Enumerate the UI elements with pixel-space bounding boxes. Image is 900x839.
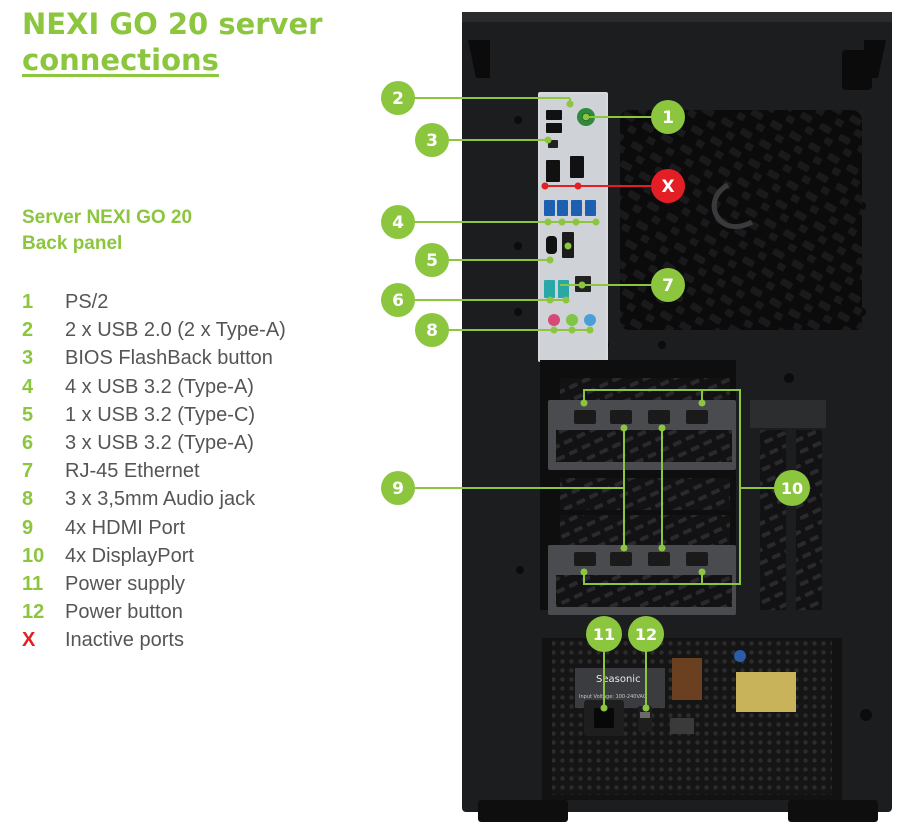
subtitle-line-2: Back panel [22,233,123,254]
legend-label: 4x DisplayPort [65,544,194,567]
legend-label: 4 x USB 3.2 (Type-A) [65,375,254,398]
callout-badges: 1 2 3 4 5 6 7 8 9 10 11 12 X [381,81,810,652]
callout-badge-12: 12 [628,616,664,652]
svg-text:11: 11 [593,625,615,644]
legend-item: 10 4x DisplayPort [22,542,286,570]
legend-number: X [22,629,36,652]
legend-number: 4 [22,375,34,398]
page-title: NEXI GO 20 server connections [22,6,322,78]
legend-number: 8 [22,488,34,511]
callouts [398,97,790,708]
callout-badge-7: 7 [651,268,685,302]
svg-text:X: X [661,177,674,197]
callout-badge-10: 10 [774,470,810,506]
legend-number: 10 [22,544,45,567]
legend-item: 6 3 x USB 3.2 (Type-A) [22,429,286,457]
svg-text:5: 5 [426,251,438,271]
callout-badge-11: 11 [586,616,622,652]
screw-icon [860,709,872,721]
legend-number: 9 [22,516,34,539]
legend-label: Power button [65,601,183,624]
callout-badge-8: 8 [415,313,449,347]
callout-badge-6: 6 [381,283,415,317]
callout-badge-x: X [651,169,685,203]
title-line-2: connections [22,43,219,77]
legend-item: 11 Power supply [22,570,286,598]
callout-badge-3: 3 [415,123,449,157]
legend-number: 11 [22,572,44,595]
legend-label: 2 x USB 2.0 (2 x Type-A) [65,319,286,342]
title-line-1: NEXI GO 20 server [22,7,323,41]
legend-item: 8 3 x 3,5mm Audio jack [22,485,286,513]
legend-item: 7 RJ-45 Ethernet [22,457,286,485]
legend-label: Power supply [65,572,186,595]
legend-label: 1 x USB 3.2 (Type-C) [65,403,256,426]
legend-number: 1 [22,291,34,313]
legend-label: Inactive ports [65,629,184,652]
brand-logo-icon [711,182,754,230]
legend-label: 3 x 3,5mm Audio jack [65,488,256,511]
legend-item: 4 4 x USB 3.2 (Type-A) [22,373,286,401]
legend-item: 3 BIOS FlashBack button [22,344,286,372]
legend-number: 5 [22,403,34,426]
legend-label: 3 x USB 3.2 (Type-A) [65,431,254,454]
svg-text:1: 1 [662,108,674,128]
callout-badge-5: 5 [415,243,449,277]
svg-text:4: 4 [392,213,404,233]
legend-item: 2 2 x USB 2.0 (2 x Type-A) [22,316,286,344]
legend-number: 6 [22,431,34,454]
svg-text:8: 8 [426,321,438,341]
svg-text:2: 2 [392,89,404,109]
legend-label: PS/2 [65,291,109,313]
psu-brand: Seasonic [596,674,641,685]
callout-badge-1: 1 [651,100,685,134]
port-legend: 1 PS/2 2 2 x USB 2.0 (2 x Type-A) 3 BIOS Fl… [22,288,286,654]
svg-text:7: 7 [662,276,674,296]
svg-text:3: 3 [426,131,438,151]
svg-text:9: 9 [392,479,404,499]
callout-badge-2: 2 [381,81,415,115]
svg-text:12: 12 [635,625,657,644]
legend-number: 2 [22,319,34,342]
screw-icon [516,566,524,574]
legend-item: 12 Power button [22,598,286,626]
legend-item: 1 PS/2 [22,288,286,316]
legend-number: 12 [22,601,45,624]
subtitle-line-1: Server NEXI GO 20 [22,207,193,228]
legend-item-inactive: X Inactive ports [22,626,286,654]
legend-number: 3 [22,347,34,370]
legend-label: RJ-45 Ethernet [65,460,200,483]
legend-label: 4x HDMI Port [65,516,186,539]
panel-subtitle: Server NEXI GO 20 Back panel [22,205,192,257]
callout-dots [544,100,706,712]
screw-icon [658,341,666,349]
screw-icon [784,373,794,383]
io-shield [538,92,608,362]
screw-icon [514,308,522,316]
screw-icon [514,116,522,124]
callout-badge-9: 9 [381,471,415,505]
power-supply: Seasonic Input Voltage: 100-240VAC [542,638,842,800]
legend-item: 9 4x HDMI Port [22,514,286,542]
psu-voltage-label: Input Voltage: 100-240VAC [579,694,647,700]
svg-text:6: 6 [392,291,404,311]
svg-text:10: 10 [781,479,803,498]
legend-number: 7 [22,460,34,483]
legend-item: 5 1 x USB 3.2 (Type-C) [22,401,286,429]
callout-badge-4: 4 [381,205,415,239]
screw-icon [514,242,522,250]
legend-label: BIOS FlashBack button [65,347,273,370]
